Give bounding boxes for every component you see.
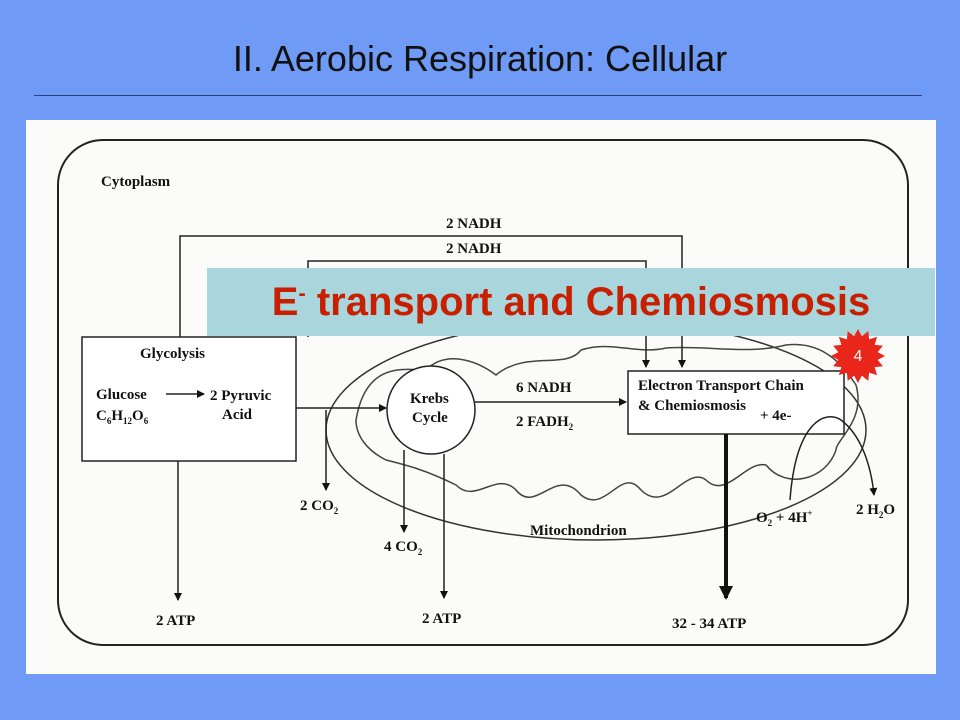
- water-label: 2 H2O: [856, 502, 895, 520]
- etc-line1: Electron Transport Chain: [638, 378, 805, 394]
- badge-starburst: [831, 329, 885, 383]
- fadh2-label: 2 FADH2: [516, 414, 574, 432]
- co2a-label: 2 CO2: [300, 498, 339, 516]
- mitochondrion-cristae: [355, 343, 859, 501]
- etc-line2: & Chemiosmosis: [638, 398, 746, 414]
- mitochondrion-label: Mitochondrion: [530, 523, 627, 539]
- krebs-line2: Cycle: [412, 410, 448, 426]
- krebs-atp-label: 2 ATP: [422, 611, 461, 627]
- nadh6-label: 6 NADH: [516, 380, 572, 396]
- step-badge: 4: [831, 329, 885, 383]
- banner-superscript: -: [298, 280, 306, 306]
- oxygen-label: O2 + 4H+: [756, 508, 813, 528]
- krebs-cycle-circle: [386, 365, 476, 455]
- banner-text: transport and Chemiosmosis: [305, 280, 871, 324]
- glycolysis-title: Glycolysis: [140, 346, 205, 362]
- krebs-line1: Krebs: [410, 391, 449, 407]
- cytoplasm-label: Cytoplasm: [101, 174, 171, 190]
- etc-atp-label: 32 - 34 ATP: [672, 616, 746, 632]
- electrons-label: + 4e-: [760, 408, 791, 424]
- banner-prefix: E: [271, 280, 299, 324]
- pyruvic-acid-line2: Acid: [222, 407, 253, 423]
- glucose-formula: C6H12O6: [96, 408, 149, 426]
- glucose-label: Glucose: [96, 387, 147, 403]
- nadh-inner-label: 2 NADH: [446, 241, 502, 257]
- glycolysis-atp-label: 2 ATP: [156, 613, 195, 629]
- respiration-diagram: Cytoplasm Mitochondrion 2 NADH 2 NADH Gl…: [57, 139, 909, 646]
- etc-box: [627, 370, 845, 435]
- slide-title: II. Aerobic Respiration: Cellular: [232, 38, 728, 79]
- title-divider: [34, 95, 922, 96]
- glycolysis-box: [81, 336, 297, 462]
- oxygen-to-water-arrow: [789, 416, 878, 501]
- pyruvic-acid-line1: 2 Pyruvic: [210, 388, 272, 404]
- cell-outline: [57, 139, 909, 646]
- badge-number: 4: [854, 348, 863, 365]
- co2b-label: 4 CO2: [384, 539, 423, 557]
- nadh-outer-label: 2 NADH: [446, 216, 502, 232]
- chemiosmosis-banner: E- transport and Chemiosmosis: [207, 268, 935, 336]
